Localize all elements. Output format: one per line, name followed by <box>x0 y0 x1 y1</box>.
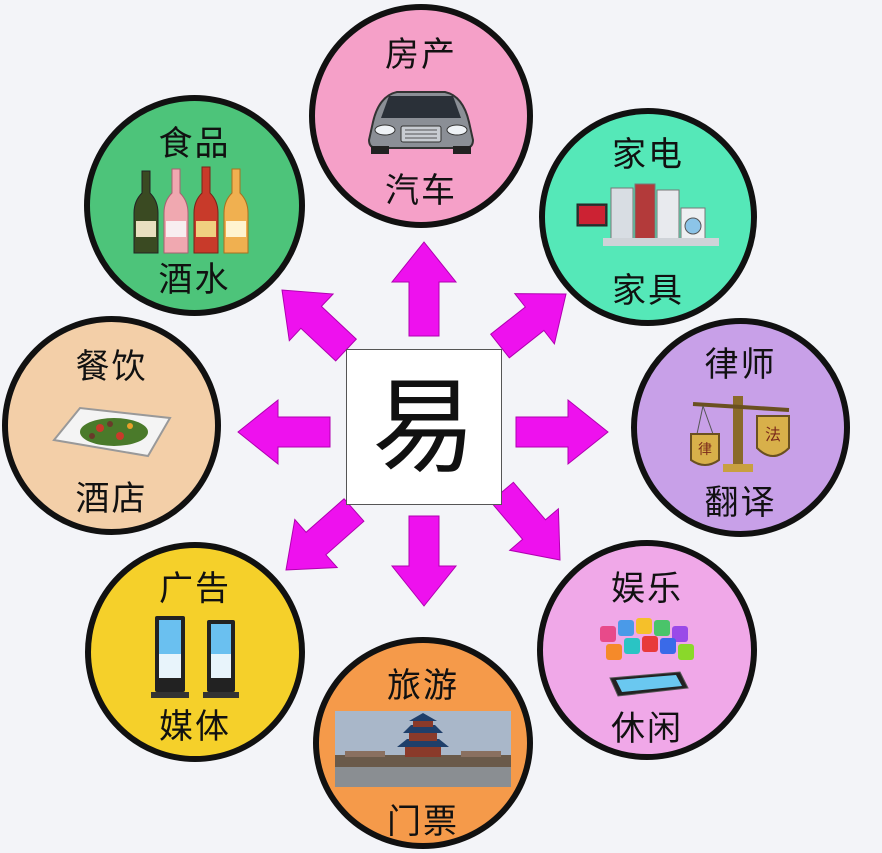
node-dining-bottom-label: 酒店 <box>75 479 148 519</box>
node-dining-hotel: 餐饮 酒店 <box>2 316 221 535</box>
node-travel-bottom-label: 门票 <box>387 802 459 842</box>
node-food-bottom-label: 酒水 <box>158 260 231 300</box>
arrow-up-right-icon <box>489 293 567 359</box>
node-food-drinks: 食品 酒水 <box>84 95 305 316</box>
arrow-right-icon <box>515 398 609 466</box>
node-food-top-label: 食品 <box>158 124 231 164</box>
arrow-down-left-icon <box>285 498 365 571</box>
bottles-icon <box>133 166 248 254</box>
center-label: 易 <box>371 366 476 488</box>
center-box: 易 <box>346 349 502 505</box>
node-ads-media: 广告 媒体 <box>85 542 305 762</box>
temple-icon <box>335 711 511 787</box>
node-realty-bottom-label: 汽车 <box>385 171 457 211</box>
node-travel-tickets: 旅游 门票 <box>313 637 533 849</box>
apps-phone-icon <box>600 618 694 697</box>
dish-icon <box>51 406 172 458</box>
node-lawyer-top-label: 律师 <box>704 345 777 385</box>
arrow-up-icon <box>390 241 458 337</box>
node-appliance-bottom-label: 家具 <box>612 271 684 311</box>
node-realty-car: 房产 汽车 <box>309 4 533 228</box>
arrow-down-icon <box>390 515 458 607</box>
node-realty-top-label: 房产 <box>385 35 457 75</box>
node-appliance-furniture: 家电 家具 <box>539 108 757 326</box>
node-entertainment-leisure: 娱乐 休闲 <box>537 540 757 760</box>
node-lawyer-translation: 律师 律 法 翻译 <box>631 318 850 537</box>
node-fun-bottom-label: 休闲 <box>611 709 683 749</box>
car-icon <box>367 91 475 154</box>
node-appliance-top-label: 家电 <box>612 135 684 175</box>
node-ads-bottom-label: 媒体 <box>159 707 231 747</box>
arrow-down-right-icon <box>489 481 561 561</box>
arrow-up-left-icon <box>281 289 358 362</box>
scales-icon: 律 法 <box>689 396 790 472</box>
node-lawyer-bottom-label: 翻译 <box>704 483 777 523</box>
svg-text:律: 律 <box>698 442 712 458</box>
arrow-left-icon <box>237 398 331 466</box>
node-ads-top-label: 广告 <box>159 569 231 609</box>
node-travel-top-label: 旅游 <box>387 666 459 706</box>
svg-text:法: 法 <box>764 425 780 444</box>
kiosk-icon <box>151 616 239 698</box>
node-dining-top-label: 餐饮 <box>75 347 148 387</box>
node-fun-top-label: 娱乐 <box>611 569 683 609</box>
appliances-icon <box>576 183 719 246</box>
